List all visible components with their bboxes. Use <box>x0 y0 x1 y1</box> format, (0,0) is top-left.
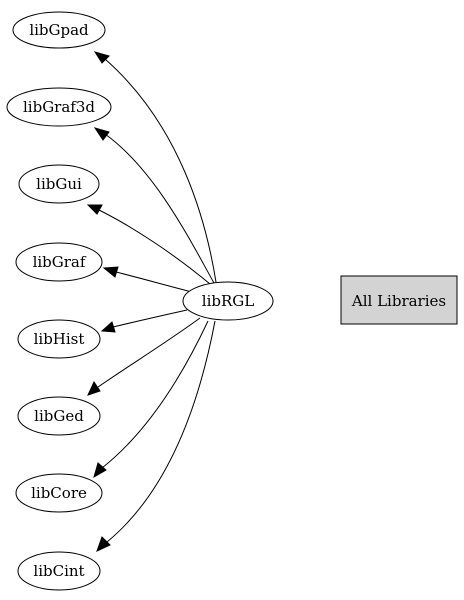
arrowhead <box>96 536 111 552</box>
edge-librgl-to-libhist <box>100 309 188 333</box>
node-label: libRGL <box>202 292 254 310</box>
node-libcore[interactable]: libCore <box>15 473 103 513</box>
edge-librgl-to-libgui <box>86 204 211 285</box>
edge-librgl-to-libgraf3d <box>93 127 215 284</box>
arrowhead <box>100 321 116 333</box>
node-libgraf3d[interactable]: libGraf3d <box>6 87 112 127</box>
node-libcint[interactable]: libCint <box>17 551 101 591</box>
edge-librgl-to-libcint <box>96 320 216 552</box>
arrowhead <box>93 462 107 479</box>
node-libgpad[interactable]: libGpad <box>12 11 106 49</box>
node-label: libGpad <box>29 21 89 39</box>
node-libged[interactable]: libGed <box>17 396 101 436</box>
edge-librgl-to-libgraf <box>102 266 193 293</box>
node-librgl[interactable]: libRGL <box>182 281 274 321</box>
node-label: libGraf3d <box>23 98 95 116</box>
arrowhead <box>86 204 103 215</box>
node-label: libGraf <box>33 253 87 271</box>
arrowhead <box>93 127 110 141</box>
arrowhead <box>87 380 101 396</box>
legend-label: All Libraries <box>351 292 446 310</box>
edge-librgl-to-libgpad <box>93 51 217 283</box>
node-libgui[interactable]: libGui <box>18 164 100 204</box>
nodes: libGpad libGraf3d libGui libGraf libHist… <box>6 11 274 591</box>
edge-librgl-to-libged <box>87 317 201 396</box>
node-label: libCore <box>31 484 87 502</box>
node-libgraf[interactable]: libGraf <box>15 242 103 282</box>
edge-librgl-to-libcore <box>93 320 209 479</box>
node-label: libGui <box>36 175 82 193</box>
arrowhead <box>93 51 110 64</box>
arrowhead <box>102 266 119 278</box>
legend-all-libraries[interactable]: All Libraries <box>340 275 458 325</box>
node-label: libHist <box>34 330 85 348</box>
node-libhist[interactable]: libHist <box>17 319 101 359</box>
node-label: libCint <box>33 562 84 580</box>
edges <box>86 51 217 552</box>
node-label: libGed <box>34 407 84 425</box>
